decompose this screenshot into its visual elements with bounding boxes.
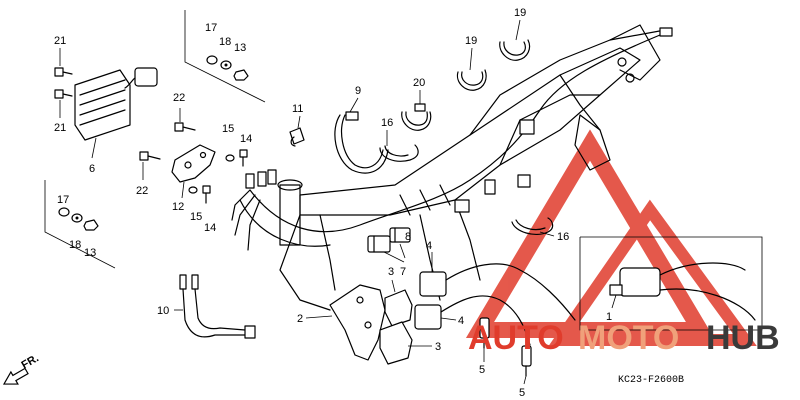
frame bbox=[277, 24, 666, 311]
coil-rubber-3-lower bbox=[379, 321, 413, 365]
callout-9: 9 bbox=[355, 85, 361, 97]
callout-10: 10 bbox=[157, 305, 169, 317]
front-direction-arrow: FR. bbox=[2, 352, 41, 385]
callout-1: 1 bbox=[606, 311, 612, 323]
front-label: FR. bbox=[20, 352, 41, 371]
callout-17-top: 17 bbox=[205, 22, 217, 34]
callout-19-top: 19 bbox=[514, 7, 526, 19]
diagram-code: KC23-F2600B bbox=[618, 375, 684, 386]
callout-8: 8 bbox=[405, 231, 411, 243]
callout-6: 6 bbox=[89, 163, 95, 175]
callout-15-upper: 15 bbox=[222, 123, 234, 135]
coil-rubber-3-upper bbox=[384, 289, 413, 327]
nut-13-top bbox=[233, 69, 249, 81]
bolt-21-upper bbox=[54, 67, 73, 77]
callouts: 21 21 6 17 18 13 22 22 15 14 12 15 14 17… bbox=[54, 7, 612, 399]
clamp-20 bbox=[401, 103, 432, 131]
plug-cap-5-left bbox=[479, 317, 490, 349]
callout-12: 12 bbox=[172, 201, 184, 213]
band-16-upper bbox=[379, 144, 419, 162]
arrow-icon bbox=[2, 367, 29, 385]
callout-21-upper: 21 bbox=[54, 35, 66, 47]
washer-15-lower bbox=[188, 186, 198, 194]
bolt-14-upper bbox=[239, 149, 248, 167]
washer-17-left bbox=[58, 207, 70, 217]
clamp-19-top bbox=[499, 39, 531, 61]
group-box-coil bbox=[579, 236, 763, 331]
washer-18-left bbox=[71, 213, 83, 223]
washer-18-top bbox=[220, 60, 232, 70]
callout-14-upper: 14 bbox=[240, 133, 252, 145]
callout-16-right: 16 bbox=[557, 231, 569, 243]
connector-8 bbox=[389, 227, 411, 243]
washer-15-upper bbox=[225, 154, 235, 162]
band-9 bbox=[334, 111, 389, 174]
watermark-auto: AUTO bbox=[468, 319, 564, 357]
bracket-12 bbox=[171, 144, 216, 183]
bolt-14-lower bbox=[202, 185, 211, 204]
clip-11 bbox=[289, 127, 305, 147]
callout-3-upper: 3 bbox=[388, 266, 394, 278]
regulator-rectifier bbox=[74, 67, 158, 141]
callout-5-left: 5 bbox=[479, 364, 485, 376]
main-wire-harness bbox=[231, 27, 673, 251]
callout-22-upper: 22 bbox=[173, 92, 185, 104]
callout-17-left: 17 bbox=[57, 194, 69, 206]
callout-13-top: 13 bbox=[234, 42, 246, 54]
leader-lines bbox=[59, 19, 617, 385]
watermark-text: AUTO MOTO HUB bbox=[468, 319, 780, 357]
ignition-coil-4-lower bbox=[414, 295, 531, 346]
bolt-22-upper bbox=[174, 122, 196, 132]
callout-19-middle: 19 bbox=[465, 35, 477, 47]
callout-3-lower: 3 bbox=[435, 341, 441, 353]
watermark-logo bbox=[465, 129, 757, 346]
callout-21-lower: 21 bbox=[54, 122, 66, 134]
plug-cap-5-right bbox=[521, 345, 532, 377]
callout-16-upper: 16 bbox=[381, 117, 393, 129]
coil-1 bbox=[609, 262, 756, 321]
bracket-2 bbox=[329, 284, 386, 361]
nut-13-left bbox=[83, 219, 99, 231]
callout-18-top: 18 bbox=[219, 36, 231, 48]
callout-15-lower: 15 bbox=[190, 211, 202, 223]
bolt-21-lower bbox=[54, 89, 73, 99]
callout-2: 2 bbox=[297, 313, 303, 325]
watermark-hub: HUB bbox=[706, 319, 780, 357]
band-16-right bbox=[511, 217, 554, 235]
group-box-left bbox=[44, 180, 116, 269]
watermark-moto: MOTO bbox=[578, 319, 679, 357]
callout-22-lower: 22 bbox=[136, 185, 148, 197]
sub-harness-10 bbox=[179, 274, 256, 339]
bolt-22-lower bbox=[139, 151, 161, 161]
ignition-coil-4-upper bbox=[419, 263, 576, 321]
callout-7: 7 bbox=[400, 266, 406, 278]
callout-4-upper: 4 bbox=[426, 240, 432, 252]
washer-17-top bbox=[206, 55, 218, 65]
clamp-19-middle bbox=[456, 69, 487, 91]
callout-20: 20 bbox=[413, 77, 425, 89]
callout-14-lower: 14 bbox=[204, 222, 216, 234]
callout-11: 11 bbox=[292, 103, 303, 115]
callout-13-left: 13 bbox=[84, 247, 96, 259]
callout-5-right: 5 bbox=[519, 387, 525, 399]
callout-4-lower: 4 bbox=[458, 315, 464, 327]
callout-18-left: 18 bbox=[69, 239, 81, 251]
connector-7 bbox=[367, 235, 391, 253]
group-box-top bbox=[184, 10, 266, 103]
